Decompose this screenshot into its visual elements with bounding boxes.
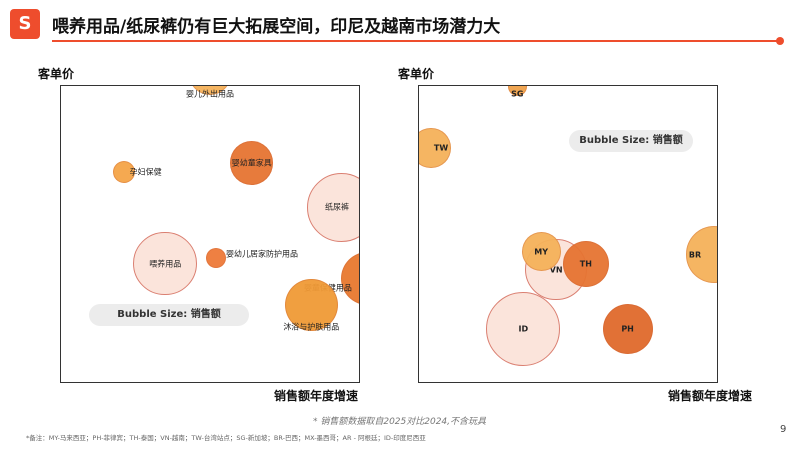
bubble-market-1 bbox=[419, 128, 451, 168]
footnote: * 销售额数据取自2025对比2024,不含玩具 bbox=[312, 417, 487, 427]
right-chart-ylabel: 客单价 bbox=[398, 67, 435, 81]
bubble-label-market-6: ID bbox=[518, 324, 529, 334]
left-bubble-size-legend: Bubble Size: 销售额 bbox=[89, 304, 249, 326]
bubble-market-5 bbox=[562, 240, 609, 287]
shopee-logo: S bbox=[10, 9, 40, 39]
bubble-category-2 bbox=[229, 141, 274, 185]
bubble-category-5 bbox=[205, 247, 227, 268]
bubble-category-4 bbox=[133, 231, 198, 296]
title-divider bbox=[52, 40, 782, 42]
right-chart-xlabel: 销售额年度增速 bbox=[668, 389, 753, 403]
bubble-category-7 bbox=[285, 278, 338, 332]
bubble-label-market-5: TH bbox=[579, 259, 592, 269]
bubble-label-market-7: PH bbox=[621, 324, 634, 334]
bubble-label-category-0: 婴儿外出用品 bbox=[186, 89, 234, 99]
bubble-label-market-4: MY bbox=[534, 247, 549, 257]
bubble-market-7 bbox=[602, 303, 653, 354]
logo-letter: S bbox=[18, 13, 32, 34]
bubble-label-category-7: 沐浴与护肤用品 bbox=[283, 322, 340, 332]
bubble-label-market-0: SG bbox=[511, 89, 524, 99]
title-divider-dot bbox=[776, 37, 784, 45]
left-chart-ylabel: 客单价 bbox=[38, 67, 75, 81]
bubble-label-market-2: BR bbox=[688, 250, 702, 260]
bubble-label-category-5: 婴幼儿居家防护用品 bbox=[225, 249, 298, 259]
remark-legend: *备注：MY-马来西亚；PH-菲律宾；TH-泰国；VN-越南；TW-台湾站点；S… bbox=[26, 434, 426, 442]
bubble-label-market-3: VN bbox=[549, 265, 563, 275]
page-number: 9 bbox=[780, 424, 787, 435]
bubble-label-category-3: 纸尿裤 bbox=[325, 202, 349, 212]
left-chart-xlabel: 销售额年度增速 bbox=[274, 389, 359, 403]
left-chart-plot: 婴儿外出用品孕妇保健婴幼童家具纸尿裤喂养用品婴幼儿居家防护用品婴童保健用品沐浴与… bbox=[60, 85, 360, 383]
bubble-category-1 bbox=[112, 160, 135, 183]
bubble-label-category-1: 孕妇保健 bbox=[129, 167, 162, 177]
bubble-label-category-4: 喂养用品 bbox=[149, 259, 182, 269]
bubble-label-category-2: 婴幼童家具 bbox=[231, 158, 272, 168]
page-title: 喂养用品/纸尿裤仍有巨大拓展空间，印尼及越南市场潜力大 bbox=[52, 17, 501, 37]
right-bubble-size-legend: Bubble Size: 销售额 bbox=[569, 130, 693, 152]
bubble-category-6 bbox=[341, 251, 359, 306]
bubble-category-3 bbox=[306, 172, 359, 242]
bubble-market-6 bbox=[486, 291, 561, 366]
bubble-label-market-1: TW bbox=[433, 143, 449, 153]
bubble-market-4 bbox=[521, 232, 561, 272]
